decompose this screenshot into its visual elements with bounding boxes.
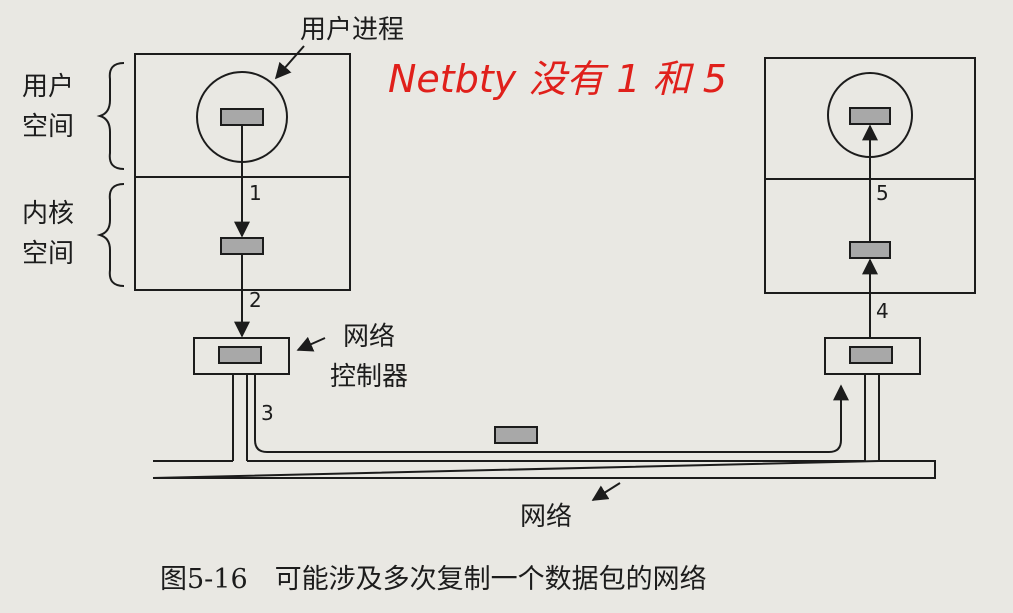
network-pointer [591,482,621,501]
network-controller-label-2: 控制器 [330,362,408,392]
sender-controller-packet [218,346,262,364]
sender-network-controller [193,337,290,375]
network-bus [152,460,936,479]
user-process-pointer [274,45,305,80]
receiver-user-packet [849,107,891,125]
kernel-space-label-2: 空间 [22,239,74,269]
step-label-1: 1 [249,181,262,205]
kernel-space-label-1: 内核 [22,199,74,229]
user-space-brace [96,62,125,170]
receiver-kernel-packet [849,241,891,259]
step-label-2: 2 [249,288,262,312]
handwritten-note: Netbty 没有 1 和 5 [388,57,727,101]
sender-cable [232,374,248,461]
step-label-5: 5 [876,181,889,205]
user-space-label-2: 空间 [22,112,74,142]
network-controller-label-1: 网络 [343,322,395,352]
receiver-controller-packet [849,346,893,364]
in-transit-packet [494,426,538,444]
sender-kernel-packet [220,237,264,255]
user-space-label-1: 用户 [22,72,74,102]
network-label: 网络 [520,502,572,532]
arrow-step-3 [254,374,849,453]
receiver-cable [864,374,880,461]
user-process-label: 用户进程 [300,15,404,45]
figure-caption: 图5-16 可能涉及多次复制一个数据包的网络 [160,564,707,595]
sender-user-packet [220,108,264,126]
receiver-network-controller [824,337,921,375]
controller-pointer [296,336,326,352]
step-label-4: 4 [876,299,889,323]
step-label-3: 3 [261,401,274,425]
kernel-space-brace [96,183,125,287]
